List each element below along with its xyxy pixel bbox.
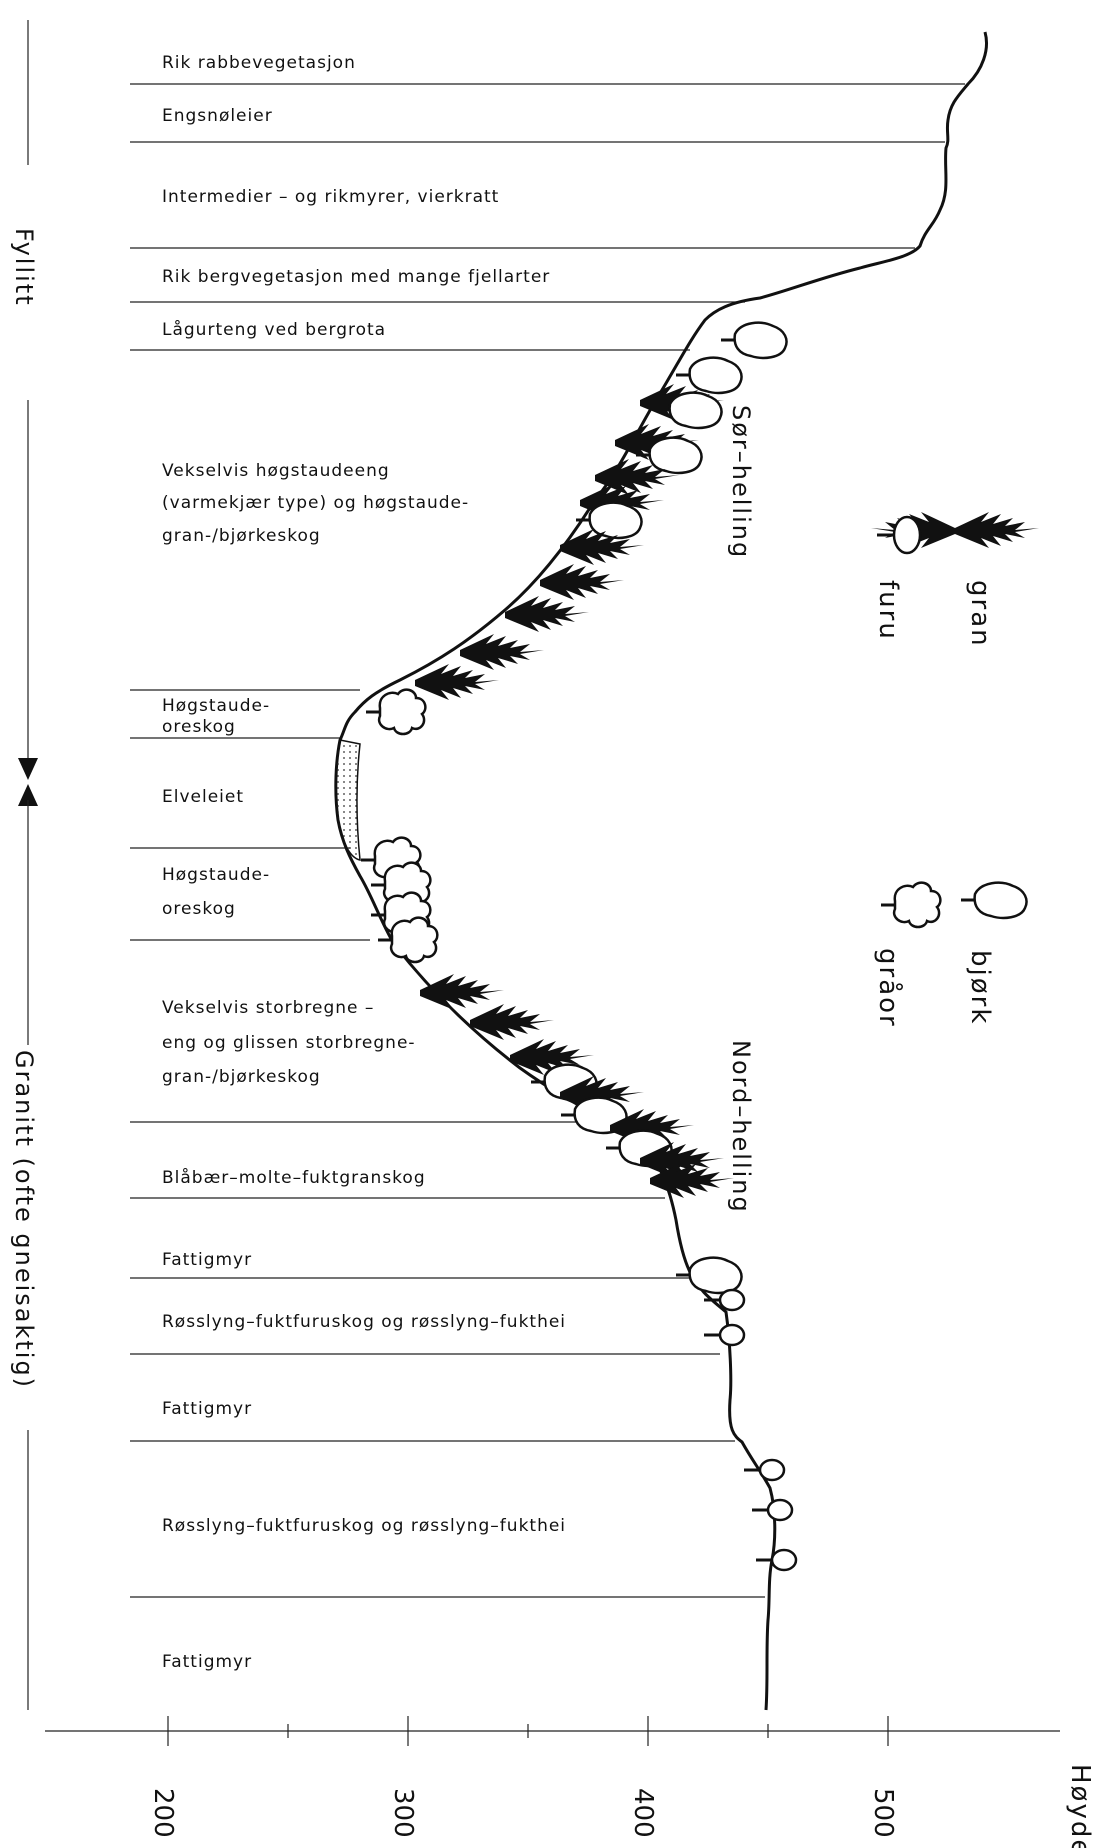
zone-dividers: [130, 84, 965, 1597]
zone-label-oreskog-upper-line2: oreskog: [162, 717, 236, 737]
zone-labels: Rik rabbevegetasjon Engsnøleier Intermed…: [162, 53, 566, 1672]
svg-text:furu: furu: [873, 580, 903, 641]
zone-label-oreskog-lower-line1: Høgstaude-: [162, 865, 270, 885]
axis-tick-300: 300: [388, 1788, 418, 1838]
svg-text:Fattigmyr: Fattigmyr: [162, 1399, 252, 1419]
svg-text:Røsslyng–fuktfuruskog og røssl: Røsslyng–fuktfuruskog og røsslyng–fukthe…: [162, 1516, 566, 1536]
zone-label-fattigmyr-1: Fattigmyr: [162, 1250, 252, 1270]
zone-label-hogstaudeeng-line3: gran-/bjørkeskog: [162, 526, 321, 546]
svg-text:Intermedier – og rikmyrer, vie: Intermedier – og rikmyrer, vierkratt: [162, 187, 499, 207]
svg-text:Vekselvis høgstaudeeng: Vekselvis høgstaudeeng: [162, 461, 390, 481]
svg-text:oreskog: oreskog: [162, 717, 236, 737]
arrow-down-icon: [18, 758, 38, 780]
svg-text:Sør–helling: Sør–helling: [727, 405, 755, 559]
bedrock-scale: Fyllitt Granitt (ofte gneisaktig): [10, 20, 38, 1710]
svg-text:oreskog: oreskog: [162, 899, 236, 919]
svg-text:bjørk: bjørk: [965, 950, 995, 1025]
zone-label-storbregne-line3: gran-/bjørkeskog: [162, 1067, 321, 1087]
svg-text:gran: gran: [965, 580, 995, 648]
zone-label-rosslyng-2: Røsslyng–fuktfuruskog og røsslyng–fukthe…: [162, 1516, 566, 1536]
zone-label-engsnoleier: Engsnøleier: [162, 106, 273, 126]
height-axis: 200 300 400 500 Høyde: [45, 1716, 1095, 1848]
north-slope-label: Nord–helling: [727, 1040, 755, 1214]
svg-text:Lågurteng ved bergrota: Lågurteng ved bergrota: [162, 319, 386, 340]
zone-label-intermedier: Intermedier – og rikmyrer, vierkratt: [162, 187, 499, 207]
zone-label-oreskog-upper-line1: Høgstaude-: [162, 696, 270, 716]
zone-label-fattigmyr-3: Fattigmyr: [162, 1652, 252, 1672]
svg-text:Engsnøleier: Engsnøleier: [162, 106, 273, 126]
svg-text:Nord–helling: Nord–helling: [727, 1040, 755, 1214]
svg-text:gran-/bjørkeskog: gran-/bjørkeskog: [162, 526, 321, 546]
axis-tick-500: 500: [868, 1788, 898, 1838]
zone-label-storbregne-line1: Vekselvis storbregne –: [162, 998, 374, 1018]
bedrock-lower-label: Granitt (ofte gneisaktig): [10, 1050, 38, 1389]
svg-text:Høgstaude-: Høgstaude-: [162, 865, 270, 885]
svg-text:Blåbær–molte–fuktgranskog: Blåbær–molte–fuktgranskog: [162, 1167, 426, 1188]
zone-label-blabaer: Blåbær–molte–fuktgranskog: [162, 1167, 426, 1188]
svg-text:Rik rabbevegetasjon: Rik rabbevegetasjon: [162, 53, 356, 73]
svg-text:Fyllitt: Fyllitt: [10, 228, 38, 307]
svg-text:Høgstaude-: Høgstaude-: [162, 696, 270, 716]
axis-tick-200: 200: [148, 1788, 178, 1838]
zone-label-rik-bergvegetasjon: Rik bergvegetasjon med mange fjellarter: [162, 267, 550, 287]
zone-label-rosslyng-1: Røsslyng–fuktfuruskog og røsslyng–fukthe…: [162, 1312, 566, 1332]
south-slope-label: Sør–helling: [727, 405, 755, 559]
svg-text:gråor: gråor: [873, 948, 904, 1028]
legend-label-furu: furu: [873, 580, 903, 641]
svg-text:200: 200: [148, 1788, 178, 1838]
svg-text:Rik bergvegetasjon med mange f: Rik bergvegetasjon med mange fjellarter: [162, 267, 550, 287]
zone-label-elveleiet: Elveleiet: [162, 787, 244, 807]
svg-text:Røsslyng–fuktfuruskog og røssl: Røsslyng–fuktfuruskog og røsslyng–fukthe…: [162, 1312, 566, 1332]
zone-label-fattigmyr-2: Fattigmyr: [162, 1399, 252, 1419]
svg-text:300: 300: [388, 1788, 418, 1838]
zone-label-oreskog-lower-line2: oreskog: [162, 899, 236, 919]
zone-label-lagurteng: Lågurteng ved bergrota: [162, 319, 386, 340]
svg-text:gran-/bjørkeskog: gran-/bjørkeskog: [162, 1067, 321, 1087]
svg-text:Elveleiet: Elveleiet: [162, 787, 244, 807]
svg-text:eng og glissen storbregne-: eng og glissen storbregne-: [162, 1033, 416, 1053]
svg-text:400: 400: [628, 1788, 658, 1838]
svg-text:Granitt (ofte gneisaktig): Granitt (ofte gneisaktig): [10, 1050, 38, 1389]
svg-text:(varmekjær type) og høgstaude-: (varmekjær type) og høgstaude-: [162, 493, 469, 513]
legend-label-graor: gråor: [873, 948, 904, 1028]
svg-text:Vekselvis storbregne –: Vekselvis storbregne –: [162, 998, 374, 1018]
zone-label-hogstaudeeng-line1: Vekselvis høgstaudeeng: [162, 461, 390, 481]
legend-label-gran: gran: [965, 580, 995, 648]
svg-text:Høyde: Høyde: [1065, 1764, 1095, 1848]
riverbed: [336, 740, 360, 860]
zone-label-hogstaudeeng-line2: (varmekjær type) og høgstaude-: [162, 493, 469, 513]
svg-text:Fattigmyr: Fattigmyr: [162, 1652, 252, 1672]
legend: gran furu bjørk gråor: [871, 512, 1039, 1028]
zone-label-storbregne-line2: eng og glissen storbregne-: [162, 1033, 416, 1053]
axis-label: Høyde: [1065, 1764, 1095, 1848]
bedrock-upper-label: Fyllitt: [10, 228, 38, 307]
svg-text:500: 500: [868, 1788, 898, 1838]
svg-text:Fattigmyr: Fattigmyr: [162, 1250, 252, 1270]
legend-label-bjork: bjørk: [965, 950, 995, 1025]
axis-tick-400: 400: [628, 1788, 658, 1838]
zone-label-rik-rabbevegetasjon: Rik rabbevegetasjon: [162, 53, 356, 73]
